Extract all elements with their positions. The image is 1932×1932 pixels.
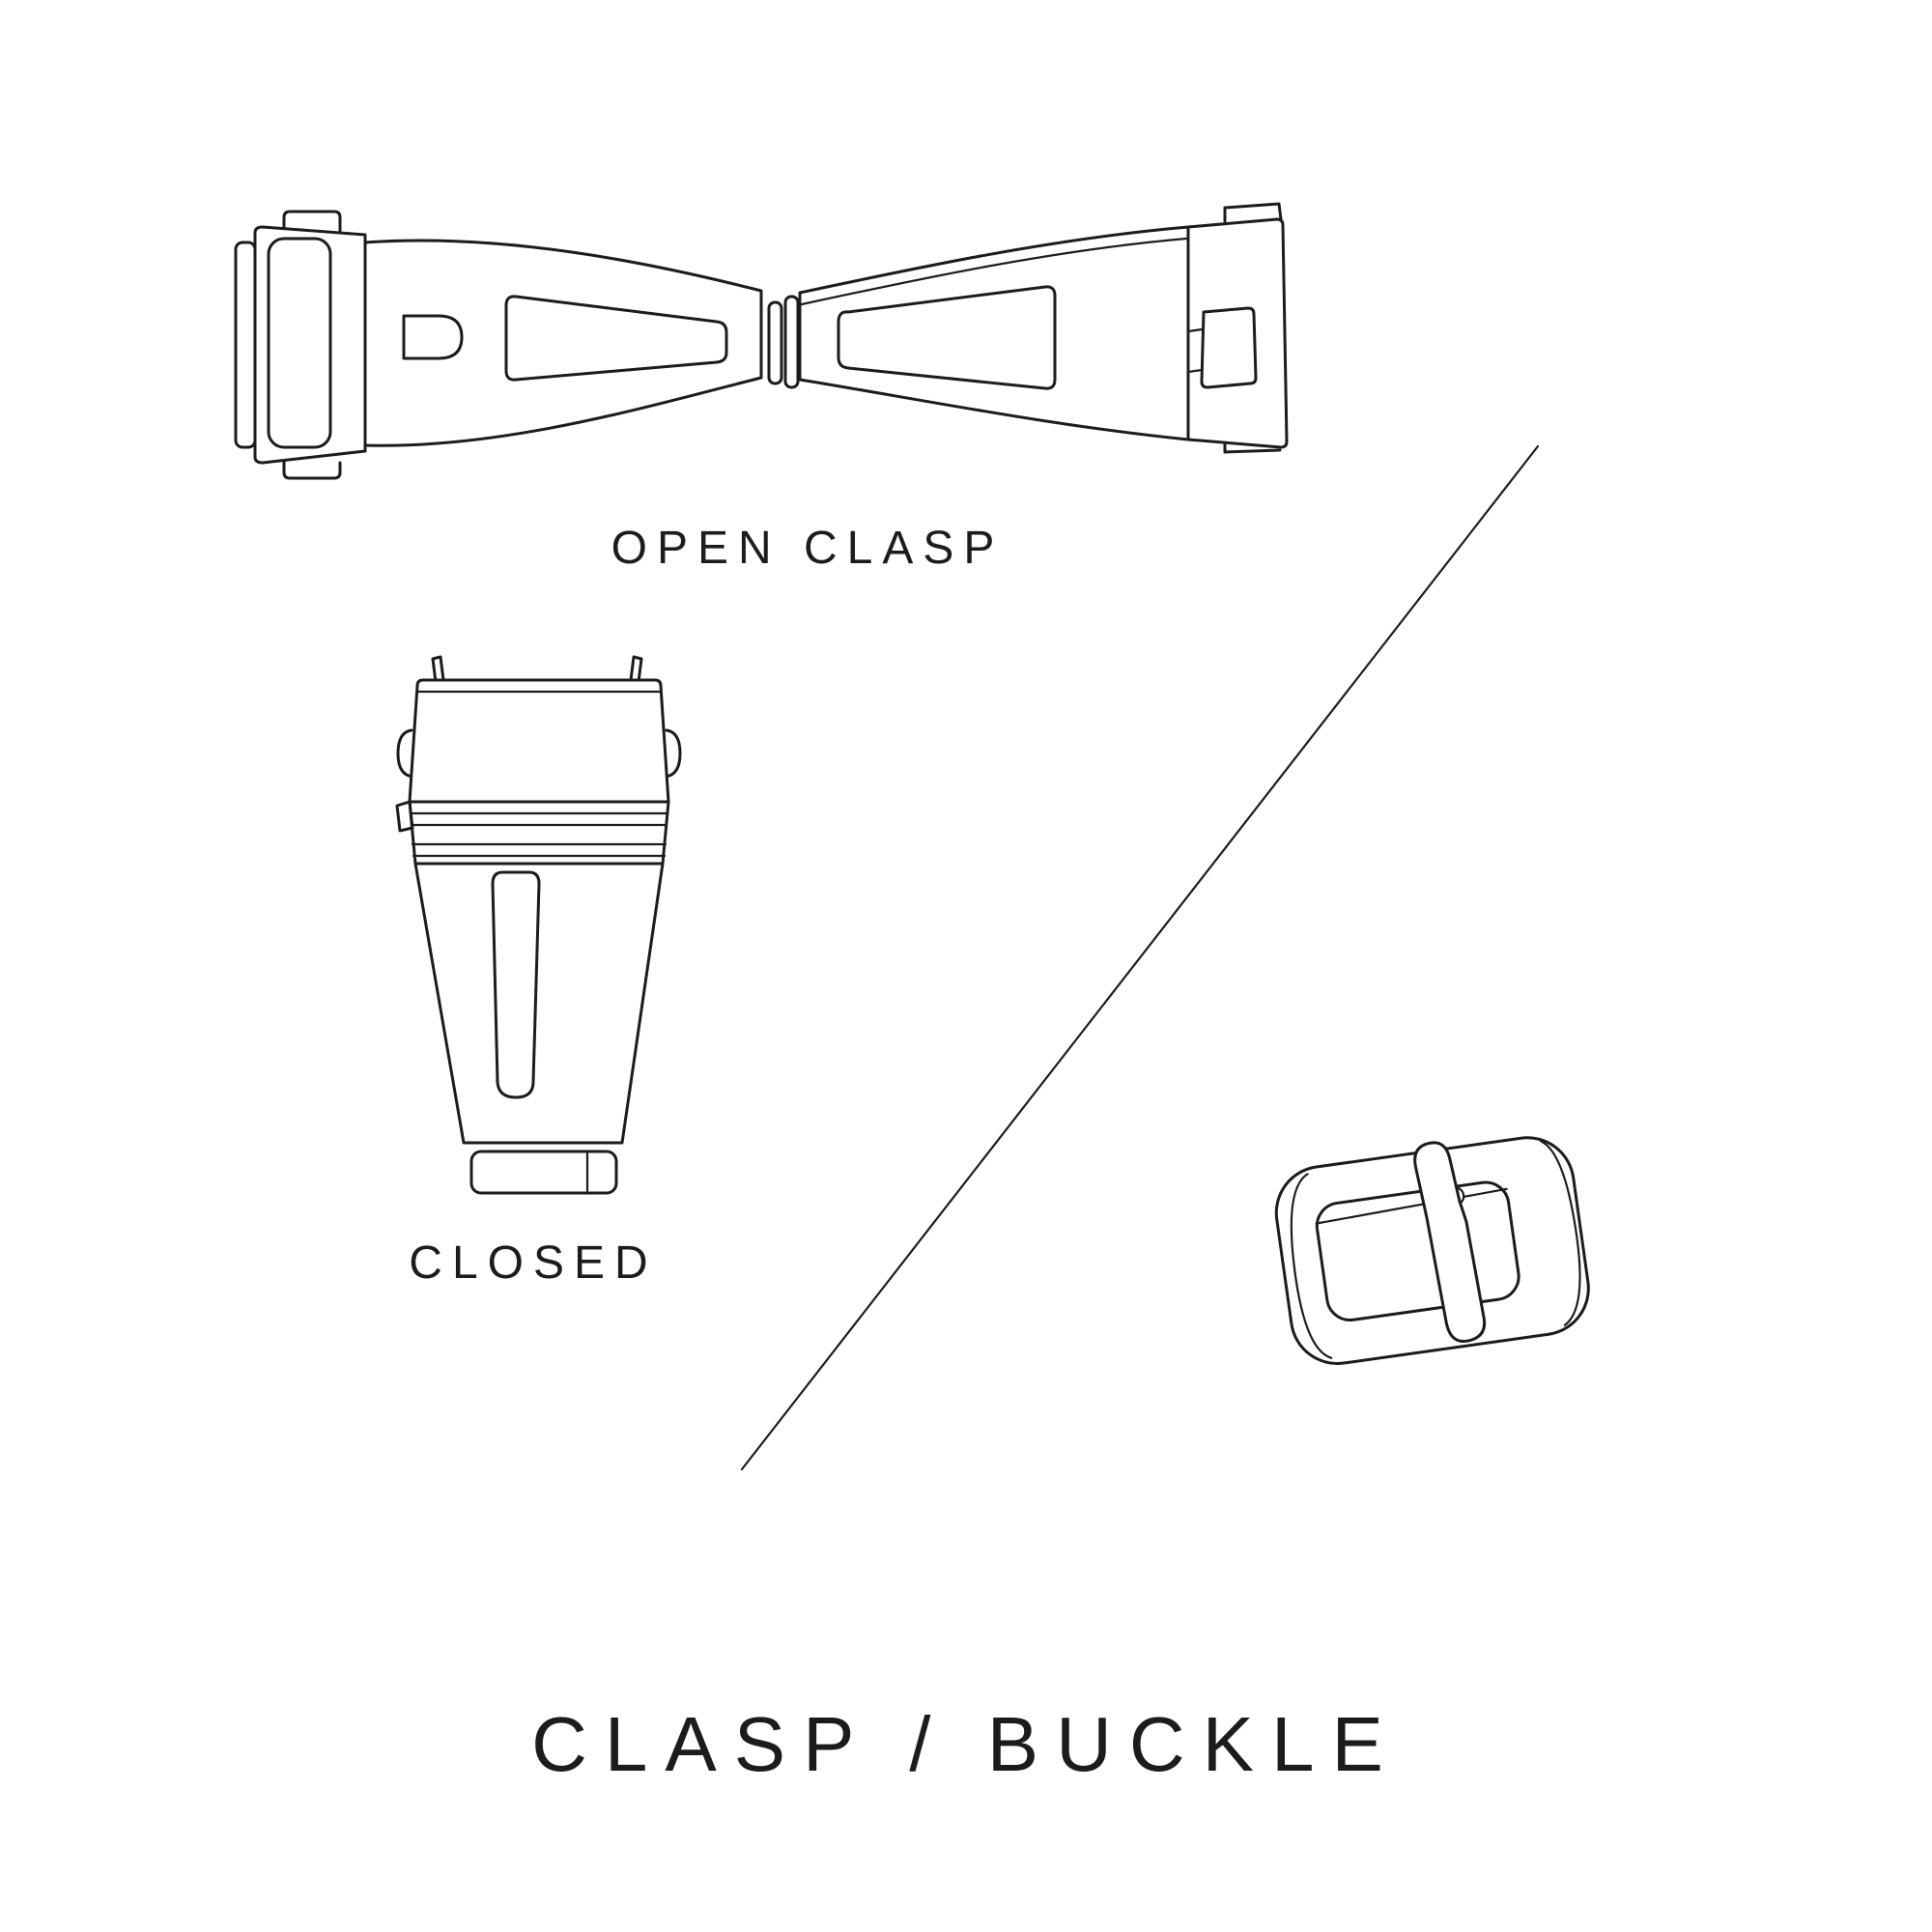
bottom-end-piece: [469, 1150, 618, 1195]
band-lines: [409, 811, 669, 858]
right-terminal-body: [1186, 217, 1289, 449]
left-pusher: [396, 728, 414, 779]
page-title: CLASP / BUCKLE: [531, 1701, 1401, 1787]
band-right-edge: [661, 800, 670, 866]
closed-clasp-illustration: [395, 655, 682, 1195]
hinge-bar-right: [783, 295, 800, 389]
left-terminal-bottom-tab: [282, 459, 342, 480]
right-terminal-top-lip: [1223, 202, 1283, 223]
closed-clasp-drawing: [395, 655, 682, 1195]
left-terminal-top-tab: [282, 210, 342, 235]
clasp-body: [413, 862, 665, 1145]
buckle-tongue: [1413, 1141, 1487, 1343]
clasp-cover: [408, 678, 670, 804]
buckle-drawing: [1274, 1136, 1590, 1366]
left-arm-outline: [363, 239, 763, 447]
right-arm-edge-line: [800, 237, 1188, 306]
right-arm-panel: [837, 285, 1057, 390]
right-terminal-fold-mark: [1186, 327, 1204, 374]
body-slot: [491, 870, 541, 1099]
left-terminal-body: [253, 225, 367, 465]
closed-clasp-label: CLOSED: [409, 1237, 658, 1289]
left-band-thickness-line: [1290, 1173, 1333, 1359]
buckle-illustration: [1274, 1136, 1590, 1366]
right-prong: [629, 655, 643, 684]
right-arm-outline: [798, 225, 1190, 441]
buckle-pin: [1315, 1187, 1508, 1225]
open-clasp-drawing: [234, 202, 1289, 480]
right-terminal-cutout: [1200, 306, 1258, 389]
hinge-bar-left: [767, 300, 783, 385]
right-band-thickness-line: [1540, 1140, 1581, 1326]
left-terminal-link: [267, 237, 332, 449]
left-prong: [431, 655, 445, 684]
open-clasp-illustration: [234, 202, 1289, 480]
band-left-edge: [408, 800, 417, 866]
buckle-frame-opening: [1315, 1180, 1520, 1321]
open-clasp-label: OPEN CLASP: [611, 523, 1005, 574]
left-arm-d-cutout: [402, 314, 464, 360]
divider-line: [740, 444, 1540, 1471]
right-pusher: [664, 728, 682, 779]
left-springbar: [234, 241, 257, 449]
left-arm-panel: [504, 295, 728, 382]
